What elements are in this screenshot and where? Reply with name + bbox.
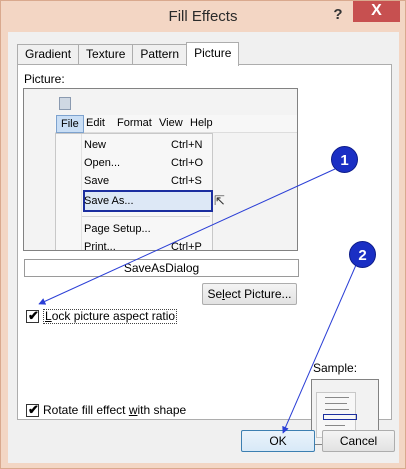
picture-label: Picture: bbox=[24, 72, 65, 86]
checkmark-icon: ✔ bbox=[28, 307, 39, 323]
select-picture-button[interactable]: Select Picture... bbox=[202, 283, 297, 305]
lock-aspect-checkbox-box[interactable]: ✔ bbox=[26, 307, 39, 323]
callout-badge-1: 1 bbox=[331, 146, 358, 173]
preview-menu-view: View bbox=[159, 117, 183, 129]
sample-line bbox=[325, 397, 349, 398]
picture-file-name: SaveAsDialog bbox=[24, 259, 299, 277]
preview-item-print: Print... Ctrl+P bbox=[84, 241, 202, 251]
sample-label: Sample: bbox=[313, 361, 358, 375]
tab-gradient[interactable]: Gradient bbox=[17, 44, 80, 65]
mouse-cursor-icon: ⇱ bbox=[214, 193, 225, 208]
rotate-fill-checkbox[interactable]: ✔ Rotate fill effect with shape bbox=[26, 402, 186, 418]
preview-file-dropdown: New Ctrl+N Open... Ctrl+O Save Ctrl+S Sa… bbox=[55, 133, 213, 251]
tab-picture[interactable]: Picture bbox=[186, 42, 240, 66]
preview-menu-format: Format bbox=[117, 117, 152, 129]
callout-badge-2: 2 bbox=[349, 241, 376, 268]
lock-aspect-ratio-checkbox[interactable]: ✔ Lock picture aspect ratio bbox=[26, 307, 178, 324]
ok-button[interactable]: OK bbox=[241, 430, 315, 452]
tab-texture[interactable]: Texture bbox=[78, 44, 134, 65]
rotate-fill-checkbox-box[interactable]: ✔ bbox=[26, 401, 39, 417]
preview-menu-help: Help bbox=[190, 117, 213, 129]
preview-item-page-setup: Page Setup... bbox=[84, 223, 151, 235]
tab-pattern[interactable]: Pattern bbox=[132, 44, 188, 65]
rotate-fill-label: Rotate fill effect with shape bbox=[43, 403, 187, 417]
preview-item-save-as: Save As... bbox=[84, 195, 134, 207]
lock-aspect-label: Lock picture aspect ratio bbox=[43, 308, 178, 324]
close-button[interactable]: X bbox=[353, 1, 400, 22]
dropdown-separator bbox=[82, 216, 210, 217]
sample-line bbox=[325, 409, 349, 410]
help-button[interactable]: ? bbox=[333, 6, 343, 23]
title-bar[interactable]: Fill Effects ? X bbox=[1, 1, 405, 32]
cancel-button[interactable]: Cancel bbox=[322, 430, 395, 452]
preview-item-save: Save Ctrl+S bbox=[84, 175, 202, 187]
tab-strip: Gradient Texture Pattern Picture bbox=[17, 42, 240, 66]
preview-menubar: File Edit Format View Help bbox=[55, 115, 297, 133]
sample-line bbox=[325, 425, 345, 426]
window-title: Fill Effects bbox=[168, 8, 238, 25]
dialog-client: Gradient Texture Pattern Picture Picture… bbox=[8, 32, 399, 463]
app-icon bbox=[59, 97, 71, 110]
preview-item-open: Open... Ctrl+O bbox=[84, 157, 204, 169]
picture-tab-panel: Picture: File Edit Format View Help New … bbox=[17, 64, 392, 445]
preview-menu-edit: Edit bbox=[86, 117, 105, 129]
picture-preview: File Edit Format View Help New Ctrl+N Op… bbox=[23, 88, 298, 251]
sample-line bbox=[325, 403, 347, 404]
sample-highlight bbox=[323, 414, 357, 420]
preview-item-new: New Ctrl+N bbox=[84, 139, 203, 151]
preview-menu-file: File bbox=[56, 115, 84, 133]
checkmark-icon: ✔ bbox=[28, 401, 39, 417]
